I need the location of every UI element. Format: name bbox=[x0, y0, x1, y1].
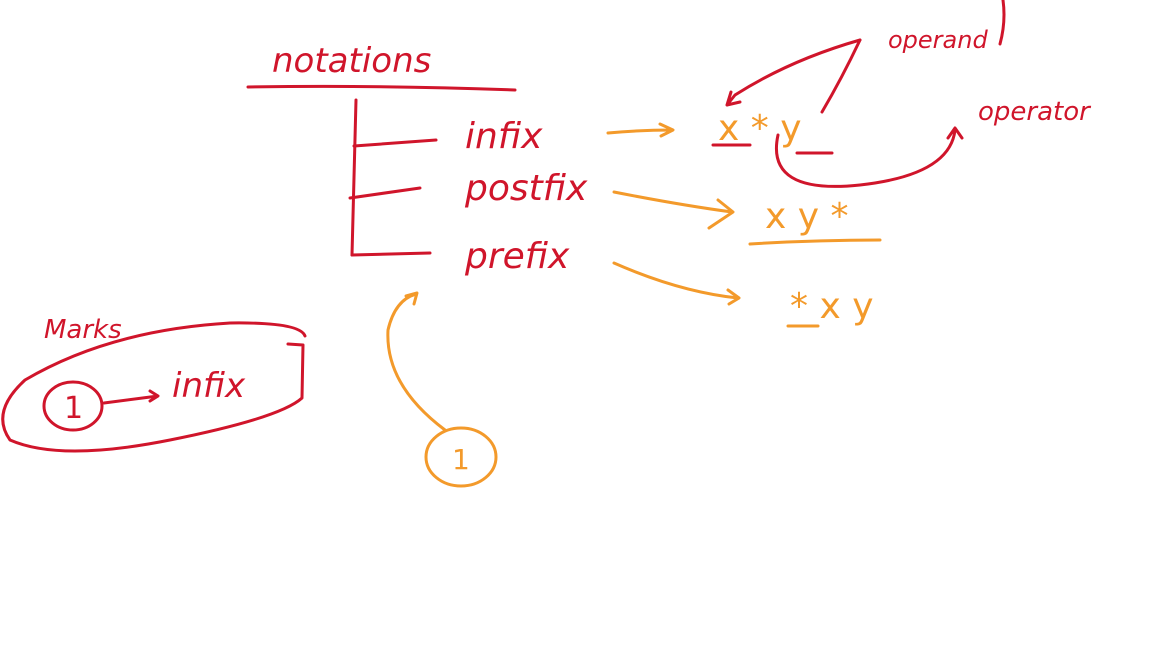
marks-arrow bbox=[102, 389, 160, 405]
postfix-underline bbox=[748, 238, 882, 246]
expression-prefix-group: * x y bbox=[786, 286, 874, 328]
marks-title: Marks bbox=[44, 315, 122, 345]
operator-pointer bbox=[775, 126, 964, 188]
arrow-infix bbox=[606, 122, 675, 138]
marks-number-circle bbox=[42, 380, 104, 432]
marks-note: Marks 1 infix bbox=[1, 315, 307, 453]
notations-heading-group: notations bbox=[246, 41, 517, 92]
marks-enclosure bbox=[1, 321, 307, 453]
notation-tree bbox=[348, 98, 438, 257]
orange-marker-group: 1 bbox=[386, 291, 498, 488]
expression-postfix: x y * bbox=[765, 196, 849, 237]
tree-branch-postfix bbox=[348, 186, 422, 200]
arrow-prefix bbox=[612, 261, 741, 306]
operand-label: operand bbox=[888, 26, 988, 54]
expression-postfix-group: x y * bbox=[748, 196, 882, 246]
operand-annotation: operand bbox=[725, 0, 1006, 114]
branch-label-infix: infix bbox=[465, 116, 543, 157]
notations-heading: notations bbox=[272, 41, 431, 81]
operator-annotation: operator bbox=[775, 97, 1092, 188]
orange-arrows bbox=[606, 122, 741, 306]
operand-pointer-y bbox=[820, 38, 862, 114]
operand-tick bbox=[998, 0, 1006, 46]
arrow-postfix bbox=[612, 190, 735, 230]
expression-infix: x * y bbox=[718, 108, 802, 149]
operand-pointer-x bbox=[725, 38, 862, 107]
heading-underline bbox=[246, 84, 517, 92]
branch-label-postfix: postfix bbox=[464, 168, 588, 209]
expression-prefix: * x y bbox=[790, 286, 874, 327]
tree-trunk bbox=[350, 98, 358, 257]
orange-marker-arrow bbox=[386, 291, 447, 432]
marks-number: 1 bbox=[64, 391, 83, 426]
operator-label: operator bbox=[978, 97, 1092, 127]
orange-marker-number: 1 bbox=[452, 443, 470, 476]
expression-infix-group: x * y bbox=[711, 108, 834, 155]
orange-marker-circle bbox=[424, 426, 498, 488]
tree-branch-infix bbox=[352, 138, 438, 148]
marks-item: infix bbox=[172, 366, 246, 406]
branch-label-prefix: prefix bbox=[464, 236, 570, 277]
tree-branch-prefix bbox=[350, 251, 432, 257]
